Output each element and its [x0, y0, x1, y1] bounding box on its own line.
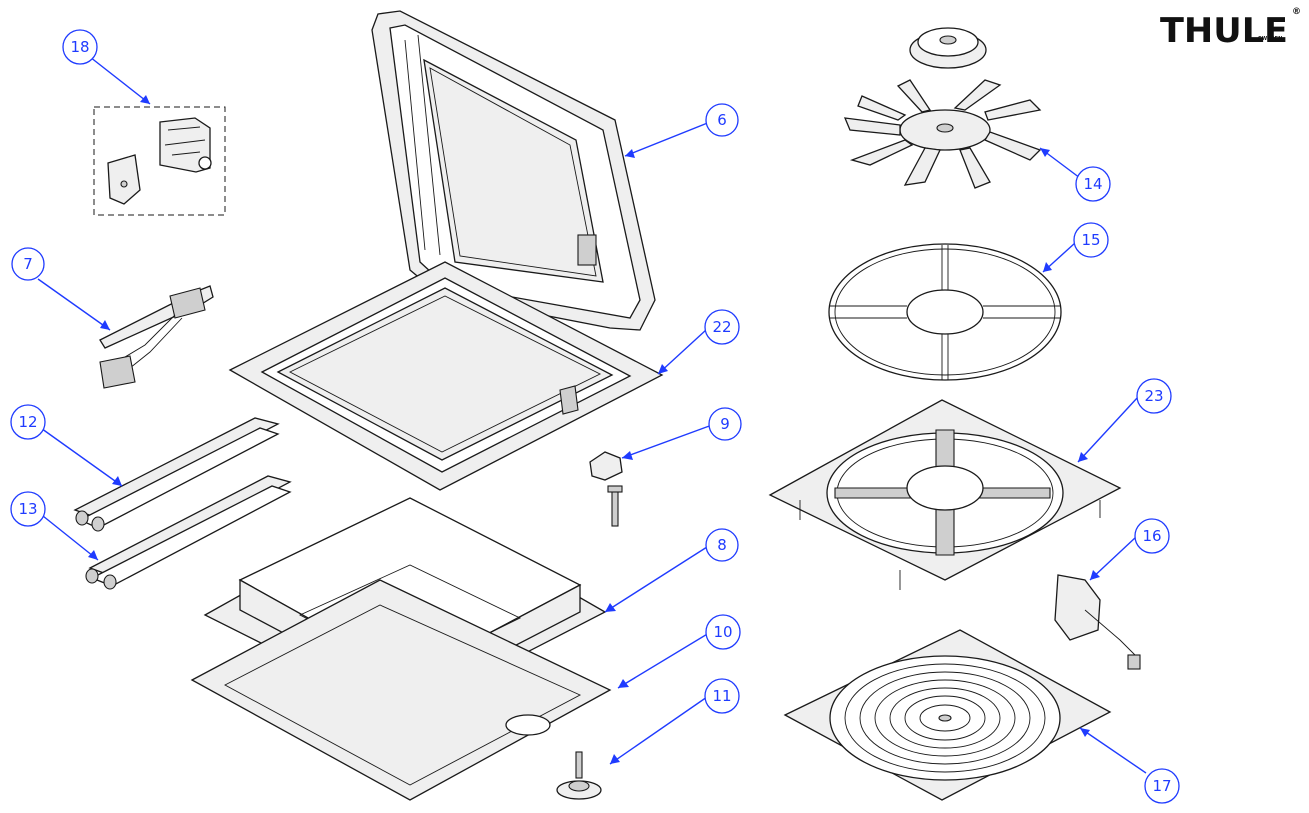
callout-9: 9 [708, 407, 742, 441]
part-17-ceiling-grille [783, 629, 1112, 801]
callout-7: 7 [11, 247, 45, 281]
callout-label: 13 [18, 500, 37, 518]
callout-label: 15 [1081, 231, 1100, 249]
part-13-screen-rail [85, 475, 292, 590]
part-12-screen-rail [73, 417, 280, 532]
callout-16: 16 [1134, 518, 1170, 554]
part-23-fan-mounting-plate [768, 399, 1122, 590]
callout-13: 13 [10, 491, 46, 527]
part-14-fan-motor-and-blades [843, 27, 1042, 189]
callout-label: 6 [717, 111, 727, 129]
registered-mark: ® [1292, 7, 1301, 17]
callout-12: 12 [10, 404, 46, 440]
logo-text: THULE [1160, 11, 1288, 51]
callout-18: 18 [62, 29, 98, 65]
callout-8: 8 [705, 528, 739, 562]
callout-label: 8 [717, 536, 727, 554]
callout-label: 18 [70, 38, 89, 56]
callout-label: 22 [712, 318, 731, 336]
callout-6: 6 [705, 103, 739, 137]
part-18-hinge-bracket-set [93, 106, 226, 216]
logo-subtext: SWEDEN [1258, 36, 1282, 42]
callout-label: 14 [1083, 175, 1102, 193]
thule-logo: THULE SWEDEN ® [1160, 7, 1301, 51]
callout-label: 10 [713, 623, 732, 641]
callout-label: 12 [18, 413, 37, 431]
callout-17: 17 [1144, 768, 1180, 804]
leader-arrowheads [88, 95, 1100, 764]
part-16-switch-bracket [1054, 574, 1141, 670]
callout-14: 14 [1075, 166, 1111, 202]
part-7-lift-arm [99, 285, 214, 389]
part-15-fan-guard-ring [828, 243, 1062, 381]
callout-label: 11 [712, 687, 731, 705]
part-11-crank-knob [556, 751, 602, 800]
callout-22: 22 [704, 309, 740, 345]
callout-label: 17 [1152, 777, 1171, 795]
part-6-dome-lid [371, 10, 656, 331]
callout-11: 11 [704, 678, 740, 714]
callout-label: 7 [23, 255, 33, 273]
callout-label: 16 [1142, 527, 1161, 545]
part-10-base-frame [190, 579, 612, 801]
callout-10: 10 [705, 614, 741, 650]
callout-23: 23 [1136, 378, 1172, 414]
part-22-upper-frame [228, 261, 664, 491]
callout-label: 9 [720, 415, 730, 433]
callout-label: 23 [1144, 387, 1163, 405]
part-9-clip-and-screw [589, 451, 623, 527]
callout-15: 15 [1073, 222, 1109, 258]
